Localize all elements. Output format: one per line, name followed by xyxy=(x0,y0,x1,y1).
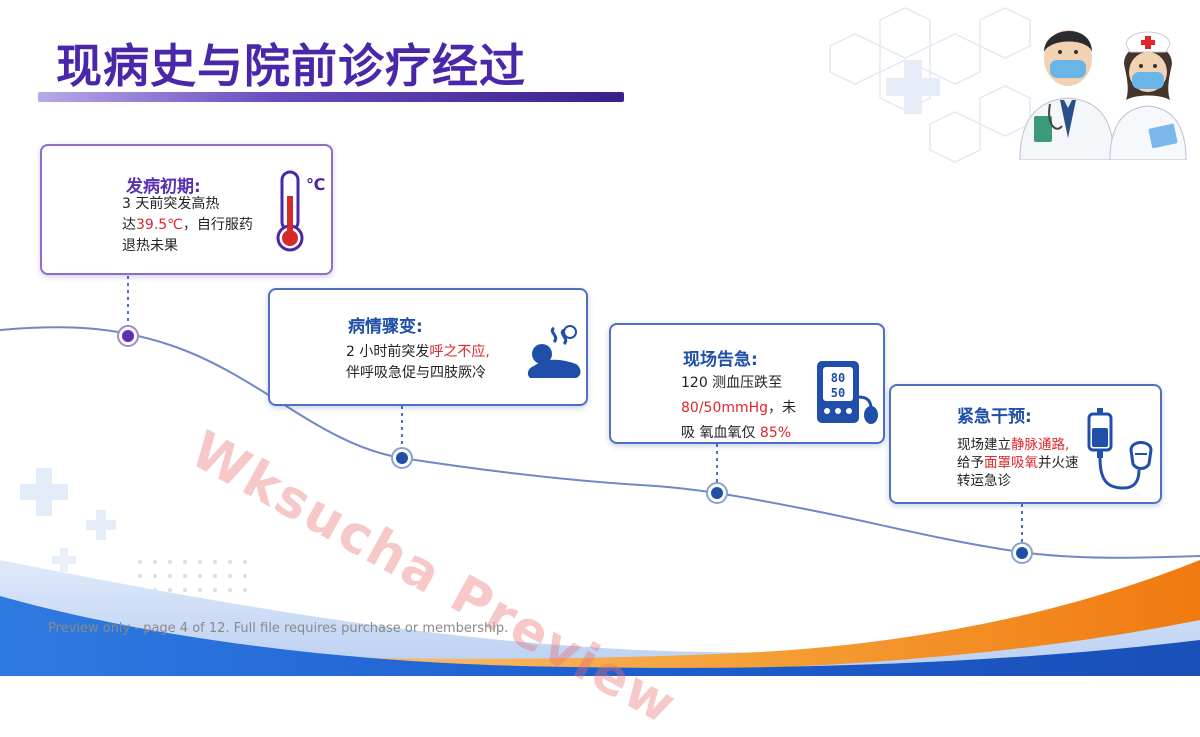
highlight-mask-oxygen: 面罩吸氧 xyxy=(984,455,1038,471)
text-segment: ，未 xyxy=(768,400,797,416)
text-line: 伴呼吸急促与四肢厥冷 xyxy=(346,365,486,381)
preview-footer-note: Preview only - page 4 of 12. Full file r… xyxy=(48,621,509,636)
card-intervention: 紧急干预: 现场建立静脉通路, 给予面罩吸氧并火速 转运急诊 xyxy=(889,384,1162,504)
medical-cross-decor xyxy=(86,510,116,540)
text-segment: 现场建立 xyxy=(957,437,1011,453)
highlight-blood-pressure: 80/50mmHg xyxy=(681,400,769,416)
card-text: 现场建立静脉通路, 给予面罩吸氧并火速 转运急诊 xyxy=(957,436,1097,490)
wave-orange xyxy=(0,560,1200,676)
timeline-node xyxy=(117,325,139,347)
medical-cross-decor xyxy=(52,548,76,572)
card-text: 2 小时前突发呼之不应, 伴呼吸急促与四肢厥冷 xyxy=(346,342,526,384)
text-segment: 给予 xyxy=(957,455,984,471)
blood-pressure-monitor-icon: 80 50 xyxy=(817,361,878,424)
highlight-iv-access: 静脉通路, xyxy=(1011,437,1070,453)
highlight-unresponsive: 呼之不应, xyxy=(429,344,490,360)
card-text: 120 测血压跌至 80/50mmHg，未 吸 氧血氧仅 85% xyxy=(681,371,811,446)
highlight-temperature: 39.5℃ xyxy=(136,217,183,233)
card-title: 发病初期: xyxy=(126,177,201,197)
text-line: 吸 氧血氧仅 85% xyxy=(681,421,811,446)
doctor-nurse-illustration xyxy=(1019,30,1187,160)
text-line: 转运急诊 xyxy=(957,473,1011,489)
wave-light xyxy=(0,560,1200,676)
text-segment: 吸 氧血氧仅 xyxy=(681,425,756,441)
text-line: 80/50mmHg，未 xyxy=(681,396,811,421)
background-decoration xyxy=(0,7,1200,676)
timeline-node xyxy=(1011,542,1033,564)
text-line: 达39.5℃，自行服药 xyxy=(122,215,282,236)
text-segment: 达 xyxy=(122,217,136,233)
text-segment: 并火速 xyxy=(1038,455,1079,471)
text-segment: ，自行服药 xyxy=(182,217,253,233)
celsius-label: ℃ xyxy=(306,175,325,194)
highlight-oxygen-saturation: 85% xyxy=(759,425,792,441)
card-title: 现场告急: xyxy=(683,350,758,370)
text-line: 现场建立静脉通路, xyxy=(957,436,1097,454)
card-text: 3 天前突发高热 达39.5℃，自行服药 退热未果 xyxy=(122,194,282,257)
text-segment: 2 小时前突发 xyxy=(346,344,430,360)
page-title: 现病史与院前诊疗经过 xyxy=(56,39,526,93)
text-line: 120 测血压跌至 xyxy=(681,375,783,391)
timeline-node xyxy=(706,482,728,504)
dot-grid xyxy=(138,560,247,592)
timeline-node xyxy=(391,447,413,469)
card-onset: 发病初期: 3 天前突发高热 达39.5℃，自行服药 退热未果 ℃ xyxy=(40,144,333,275)
text-line: 2 小时前突发呼之不应, xyxy=(346,342,526,363)
text-line: 退热未果 xyxy=(122,238,178,254)
patient-dyspnea-icon xyxy=(527,325,581,378)
monitor-diastolic: 50 xyxy=(831,386,845,400)
text-line: 给予面罩吸氧并火速 xyxy=(957,454,1097,472)
thermometer-icon: ℃ xyxy=(276,170,325,252)
card-title: 紧急干预: xyxy=(957,407,1032,427)
iv-drip-oxygen-mask-icon xyxy=(1087,408,1153,490)
timeline-connectors xyxy=(127,276,1023,546)
medical-cross-decor xyxy=(886,60,940,114)
card-title: 病情骤变: xyxy=(348,317,423,337)
text-line: 3 天前突发高热 xyxy=(122,196,220,212)
medical-cross-decor xyxy=(20,468,68,516)
card-emergency-scene: 现场告急: 120 测血压跌至 80/50mmHg，未 吸 氧血氧仅 85% 8… xyxy=(609,323,885,444)
wave-blue xyxy=(0,596,1200,676)
card-deterioration: 病情骤变: 2 小时前突发呼之不应, 伴呼吸急促与四肢厥冷 xyxy=(268,288,588,406)
monitor-systolic: 80 xyxy=(831,371,845,385)
title-underline xyxy=(38,92,624,102)
